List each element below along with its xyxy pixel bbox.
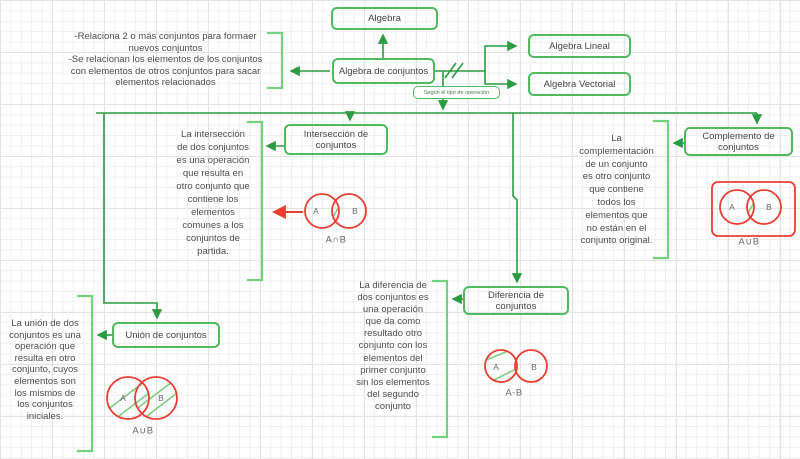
node-algebra-vectorial[interactable]: Algebra Vectorial xyxy=(528,72,631,96)
venn-interseccion-label-a: A xyxy=(313,206,319,216)
node-complemento[interactable]: Complemento de conjuntos xyxy=(684,127,793,156)
node-diferencia[interactable]: Diferencia de conjuntos xyxy=(463,286,569,315)
venn-complemento-caption: A∪B xyxy=(738,236,760,248)
desc-union: La unión de dos conjuntos es una operaci… xyxy=(9,318,81,422)
node-algebra-de-conjuntos[interactable]: Algebra de conjuntos xyxy=(332,58,435,84)
venn-complemento xyxy=(711,181,796,237)
desc-complemento: La complementación de un conjunto es otr… xyxy=(579,133,654,247)
venn-interseccion-label-b: B xyxy=(352,206,358,216)
venn-complemento-label-a: A xyxy=(729,202,735,212)
text-brackets xyxy=(76,31,670,453)
venn-diferencia-caption: A-B xyxy=(505,387,523,399)
desc-diferencia: La diferencia de dos conjuntos es una op… xyxy=(356,280,430,412)
desc-interseccion: La intersección de dos conjuntos es una … xyxy=(176,129,250,257)
venn-diferencia-label-a: A xyxy=(493,362,499,372)
venn-union xyxy=(106,376,178,420)
venn-diferencia-label-b: B xyxy=(531,362,537,372)
venn-interseccion-caption: A∩B xyxy=(325,234,347,246)
node-algebra-lineal[interactable]: Algebra Lineal xyxy=(528,34,631,58)
node-union[interactable]: Unión de conjuntos xyxy=(112,322,220,348)
venn-union-caption: A∪B xyxy=(132,425,154,437)
desc-algebra-de-conjuntos: -Relaciona 2 o más conjuntos para formae… xyxy=(68,31,263,88)
node-segun-tipo-operacion[interactable]: Según el tipo de operación xyxy=(413,86,500,99)
venn-union-label-b: B xyxy=(158,393,164,403)
node-algebra[interactable]: Algebra xyxy=(331,7,438,30)
venn-union-label-a: A xyxy=(120,393,126,403)
green-connectors xyxy=(96,33,763,341)
venn-complemento-label-b: B xyxy=(766,202,772,212)
node-interseccion[interactable]: Intersección de conjuntos xyxy=(284,124,388,155)
